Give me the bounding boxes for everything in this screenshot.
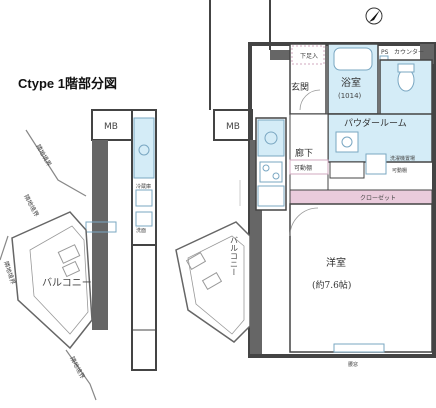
fridge-space [257,185,285,207]
sash-window [333,343,385,353]
bath-label: 浴室 [341,76,361,89]
balcony-label: バルコニー [230,236,239,276]
kitchen-sink-icon [264,131,278,145]
left-wall-column [92,140,108,330]
movable-shelf-label: 可動棚 [294,164,312,172]
mb-label-left: MB [104,122,118,132]
svg-text:隣地境界: 隣地境界 [22,193,40,218]
left-partial-plan: MB 冷蔵庫 洗面 バルコニー 隣地境界 隣地境界 隣地境界 隣地境界 [0,109,157,401]
laundry-label: 洗濯機置場 [390,155,415,162]
balcony-outline [175,221,251,343]
shoe-box [291,45,325,65]
washbasin-icon [335,131,359,153]
svg-text:隣地境界: 隣地境界 [68,355,86,380]
svg-text:隣地境界: 隣地境界 [34,143,53,168]
closet-label: クローゼット [360,194,396,202]
powder-room-label: パウダールーム [344,117,407,129]
right-unit-plan: MB 下足入 玄関 浴室 (1014) PS カウンター パウダールーム [175,0,436,368]
stove-icon [259,161,283,183]
mb-box [213,109,253,141]
left-counter-box [135,211,153,227]
western-room-size: (約7.6帖) [312,279,351,291]
mb-box-left [91,109,133,141]
left-stove-label: 冷蔵庫 [136,183,151,190]
sash-label: 腰窓 [348,361,358,368]
stove-icon [135,189,153,207]
western-room [289,203,433,353]
movable-shelf [289,159,329,175]
bath-size-label: (1014) [338,92,362,100]
left-counter-label: 洗面 [136,227,146,234]
left-window [85,221,117,233]
counter-label: カウンター [394,48,424,56]
western-room-label: 洋室 [326,256,346,269]
entrance-label: 玄関 [291,81,309,93]
washer-space [365,153,387,175]
bathtub-icon [333,47,373,71]
hallway-label: 廊下 [295,147,313,159]
mb-label: MB [226,122,240,132]
north-arrow-icon [365,7,383,25]
hallway [289,113,329,191]
plan-title: Ctype 1階部分図 [18,76,117,91]
left-wet-area [133,117,155,179]
shoe-box-label: 下足入 [300,53,318,60]
washbasin-icon [138,144,150,156]
ps-label: PS [381,49,389,56]
movable-shelf-2-label: 可動棚 [392,167,407,174]
kitchen-sink-area [257,119,285,157]
left-balcony-label: バルコニー [42,277,92,289]
